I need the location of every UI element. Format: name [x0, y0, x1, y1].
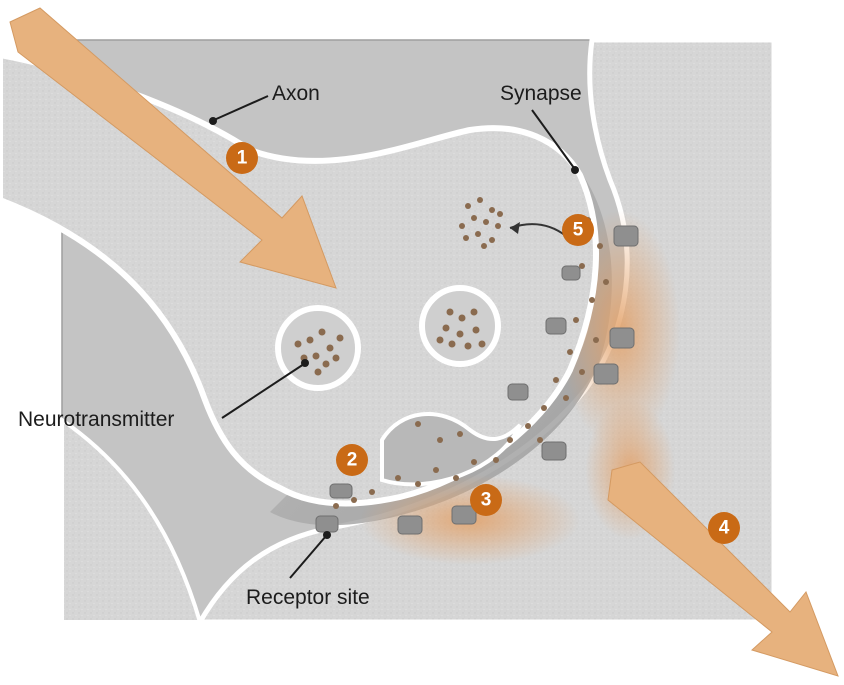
step-badge-5: 5 — [562, 214, 594, 246]
step-number: 2 — [347, 450, 358, 471]
axon-label: Axon — [272, 82, 320, 105]
step-badge-2: 2 — [336, 444, 368, 476]
step-badge-1: 1 — [226, 142, 258, 174]
step-number: 5 — [573, 220, 584, 241]
receptor-site-label: Receptor site — [246, 586, 370, 609]
step-number: 4 — [719, 518, 730, 539]
synapse-label: Synapse — [500, 82, 582, 105]
neurotransmitter-label: Neurotransmitter — [18, 408, 174, 431]
step-badge-4: 4 — [708, 512, 740, 544]
step-number: 1 — [237, 148, 248, 169]
step-number: 3 — [481, 490, 492, 511]
step-badge-3: 3 — [470, 484, 502, 516]
vesicle — [422, 288, 498, 364]
vesicle — [278, 308, 358, 388]
